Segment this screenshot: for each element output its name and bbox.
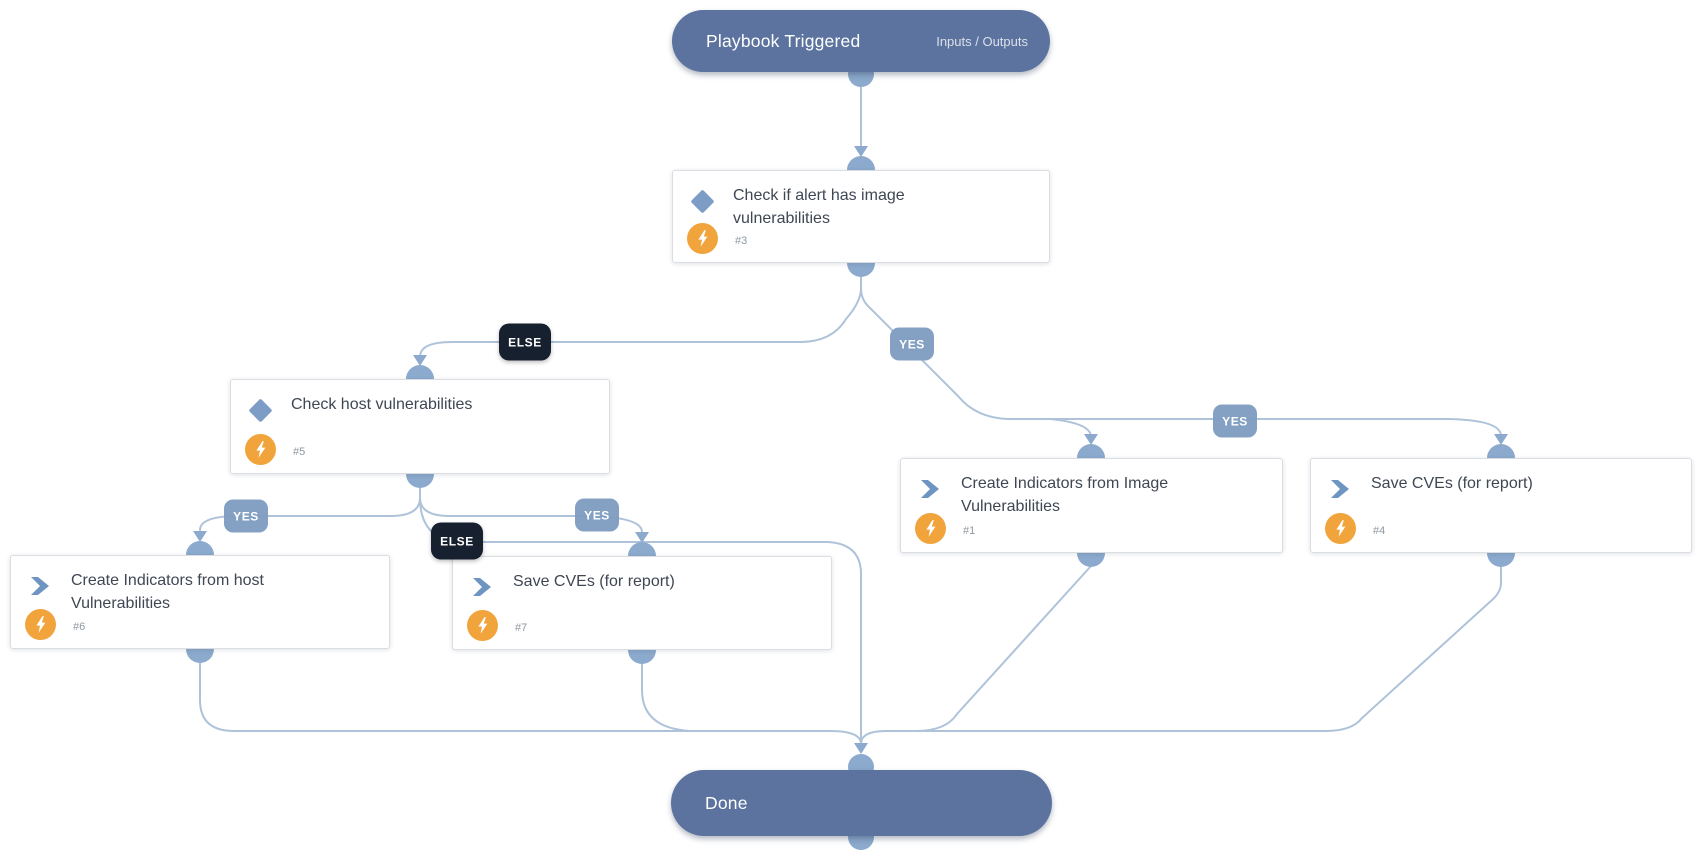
arrow-into-save-right	[1494, 434, 1508, 445]
edge-create-host-to-done	[199, 660, 862, 745]
branch-label-else-host: ELSE	[431, 522, 483, 560]
task-title: Create Indicators from Image Vulnerabili…	[961, 475, 1169, 515]
arrow-into-done	[854, 743, 868, 754]
start-node-title: Playbook Triggered	[706, 30, 861, 51]
chevron-task-icon	[469, 574, 495, 600]
chevron-task-icon	[27, 573, 53, 599]
task-title: Create Indicators from host Vulnerabilit…	[71, 572, 264, 612]
edge-check-host-yes-left	[199, 497, 421, 531]
edge-check-host-else	[419, 497, 862, 745]
task-number: #5	[293, 446, 306, 458]
lightning-automation-icon	[915, 513, 946, 544]
task-number: #6	[73, 621, 86, 633]
lightning-automation-icon	[1325, 513, 1356, 544]
arrow-into-check-host	[413, 355, 427, 366]
chevron-task-icon	[917, 476, 943, 502]
task-create-indicators-image[interactable]: Create Indicators from Image Vulnerabili…	[900, 458, 1283, 553]
end-node-title: Done	[705, 792, 748, 813]
start-node-playbook-triggered[interactable]: Playbook Triggered Inputs / Outputs	[672, 10, 1050, 72]
edge-save-right-to-done	[885, 564, 1502, 732]
task-save-cves-left[interactable]: Save CVEs (for report) #7	[452, 556, 832, 650]
arrow-into-create-host	[193, 531, 207, 542]
edges	[199, 85, 1502, 745]
end-node-done[interactable]: Done	[671, 770, 1052, 836]
branch-label-yes-host-right: YES	[575, 498, 619, 532]
task-check-host-vulnerabilities[interactable]: Check host vulnerabilities #5	[230, 379, 610, 474]
arrow-into-save-left	[635, 532, 649, 543]
inputs-outputs-link[interactable]: Inputs / Outputs	[936, 33, 1028, 49]
branch-label-else-top: ELSE	[499, 323, 551, 361]
diamond-condition-icon	[247, 397, 273, 423]
task-create-indicators-host[interactable]: Create Indicators from host Vulnerabilit…	[10, 555, 390, 649]
edge-check-host-yes-right	[419, 497, 643, 533]
task-title: Save CVEs (for report)	[1371, 475, 1533, 492]
task-number: #4	[1373, 525, 1386, 537]
branch-label-yes-host-left: YES	[224, 499, 268, 533]
lightning-automation-icon	[245, 434, 276, 465]
lightning-automation-icon	[25, 609, 56, 640]
lightning-automation-icon	[467, 610, 498, 641]
task-number: #7	[515, 622, 528, 634]
edge-save-left-to-done	[641, 661, 691, 732]
arrowheads	[193, 146, 1508, 754]
edge-check-image-yes	[860, 276, 1502, 437]
task-number: #3	[735, 235, 748, 247]
arrow-into-check-image	[854, 146, 868, 157]
branch-label-yes-right: YES	[1213, 404, 1257, 438]
task-title: Check host vulnerabilities	[291, 396, 473, 413]
branch-label-yes-top: YES	[890, 327, 934, 361]
task-check-image-vulnerabilities[interactable]: Check if alert has image vulnerabilities…	[672, 170, 1050, 263]
arrow-into-create-image	[1084, 434, 1098, 445]
lightning-automation-icon	[687, 223, 718, 254]
diamond-condition-icon	[689, 188, 715, 214]
edge-check-image-else	[419, 276, 862, 358]
task-title: Check if alert has image vulnerabilities	[733, 187, 905, 227]
task-title: Save CVEs (for report)	[513, 573, 675, 590]
task-save-cves-right[interactable]: Save CVEs (for report) #4	[1310, 458, 1692, 553]
chevron-task-icon	[1327, 476, 1353, 502]
task-number: #1	[963, 525, 976, 537]
edge-create-image-to-done	[860, 565, 1092, 745]
